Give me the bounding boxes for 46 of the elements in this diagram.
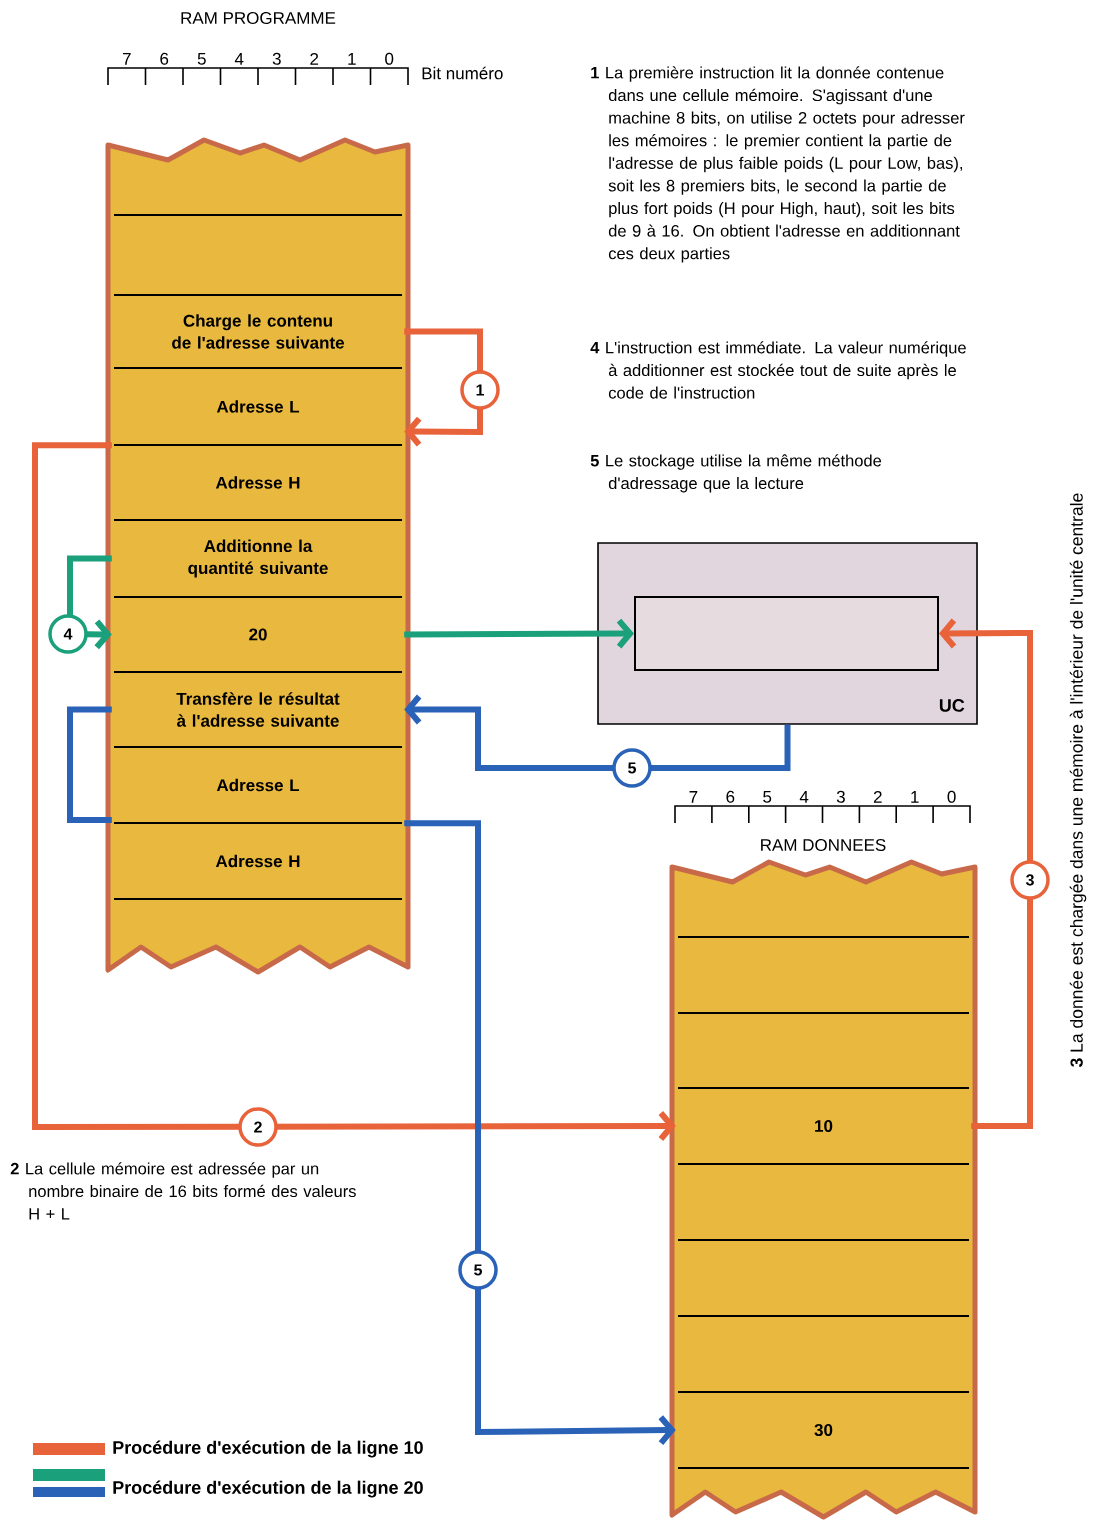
- bit-number: 6: [726, 790, 735, 803]
- memory-cell: Charge le contenu de l'adresse suivante: [113, 314, 403, 369]
- memory-cell: [113, 214, 403, 296]
- memory-cell: Additionne la quantité suivante: [113, 539, 403, 598]
- memory-cell: 30: [677, 1424, 970, 1469]
- legend-text: Procédure d'exécution de la ligne 10: [113, 1440, 423, 1458]
- bit-number: 5: [763, 790, 772, 803]
- memory-cell: Adresse L: [113, 400, 403, 446]
- strip-heading: RAM PROGRAMME: [181, 12, 336, 25]
- arrow: [939, 618, 1033, 1129]
- memory-strip: [105, 137, 411, 975]
- bit-number: 6: [160, 52, 169, 65]
- memory-cell: Adresse H: [113, 476, 403, 521]
- bit-number: 1: [348, 53, 356, 65]
- connector-line: [67, 706, 112, 823]
- memory-cell: Transfère le résultat à l'adresse suivante: [113, 692, 403, 748]
- bit-number: 3: [836, 790, 845, 803]
- arrow: [404, 820, 676, 1446]
- bit-number: 7: [689, 791, 698, 803]
- bit-number: 4: [799, 791, 809, 803]
- bit-number: 2: [310, 52, 319, 65]
- memory-cell: 10: [677, 1120, 970, 1165]
- strip-heading: RAM DONNEES: [761, 839, 886, 852]
- bit-number: 2: [873, 790, 882, 803]
- memory-cell: [677, 936, 970, 1014]
- bit-number: 0: [947, 790, 956, 803]
- note-text: 3 La donnée est chargée dans une mémoire à l'intérieur de l'unité centrale: [1069, 493, 1087, 1067]
- legend-text: Procédure d'exécution de la ligne 20: [113, 1480, 423, 1498]
- bit-number: 4: [234, 53, 244, 65]
- arrow: [404, 618, 634, 649]
- arrow: [404, 694, 791, 771]
- bit-number: 7: [122, 53, 131, 65]
- bit-number: 0: [385, 52, 394, 65]
- note-text: 5 Le stockage utilise la même méthode d'adressage que la lecture: [590, 454, 882, 493]
- note-text: 4 L'instruction est immédiate. La valeur numérique à additionner est stockée tout de suite après le code de l'instruction: [590, 341, 966, 399]
- register-box: [634, 596, 939, 671]
- arrow: [32, 442, 676, 1141]
- bit-number: 3: [272, 52, 281, 65]
- note-text: 1 La première instruction lit la donnée contenue dans une cellule mémoire. S'agissant d'une machine 8 bits, on utilise 2 octets pour adresser les mémoires : le premier contient la partie de l'adresse de plus faible poids (L pour Low, bas), soit les 8 premiers bits, le second la partie de plus fort poids (H pour High, haut), soit les bits de 9 à 16. On obtient l'adresse en additionnant ces deux parties: [591, 66, 965, 263]
- memory-cell: Adresse H: [113, 854, 403, 900]
- bit-number: 5: [197, 52, 206, 65]
- memory-cell: 20: [113, 628, 403, 673]
- ruler-caption: Bit numéro: [422, 66, 503, 80]
- bit-number: 1: [911, 791, 919, 803]
- memory-cell: Adresse L: [113, 778, 403, 824]
- note-text: 2 La cellule mémoire est adressée par un nombre binaire de 16 bits formé des valeurs H + L: [10, 1162, 356, 1220]
